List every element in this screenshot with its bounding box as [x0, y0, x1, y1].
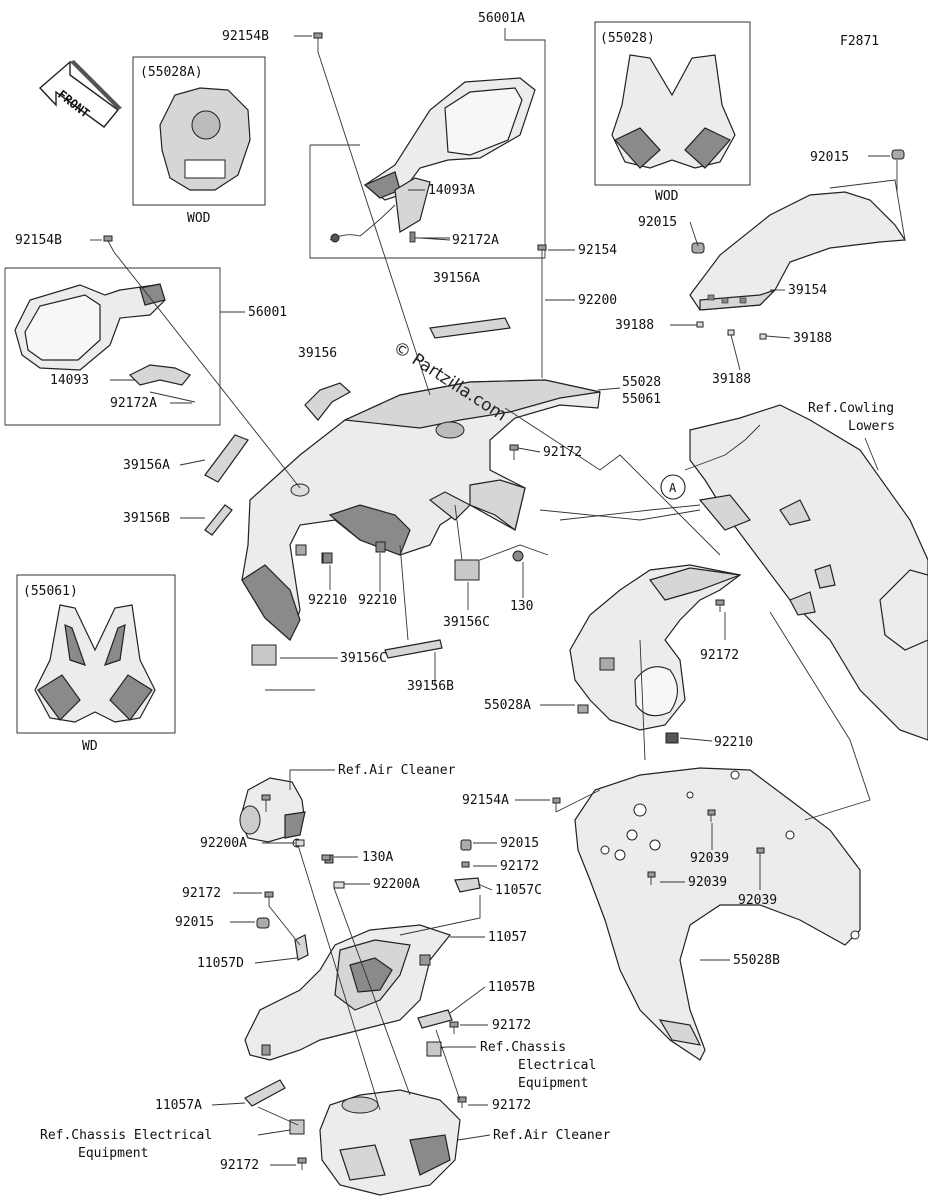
label-39156: 39156	[298, 346, 337, 361]
circle-ref-a: A	[660, 474, 686, 500]
mirror-right-group	[309, 28, 546, 259]
front-arrow-icon: FRONT	[38, 60, 122, 128]
label-92172-bottom: 92172	[220, 1158, 259, 1173]
label-14093A: 14093A	[428, 183, 475, 198]
small-parts	[204, 149, 905, 1135]
label-11057C: 11057C	[495, 883, 542, 898]
label-92172-low1: 92172	[500, 859, 539, 874]
label-39156B-bottom: 39156B	[407, 679, 454, 694]
label-92015-mid: 92015	[638, 215, 677, 230]
label-92039-a: 92039	[690, 851, 729, 866]
inset-code-55028A: (55028A)	[140, 65, 203, 80]
ref-chassis-left-line2: Equipment	[78, 1146, 148, 1161]
label-92172-low2: 92172	[492, 1018, 531, 1033]
label-55028: 55028	[622, 375, 661, 390]
ref-air-cleaner-bottom: Ref.Air Cleaner	[493, 1128, 611, 1143]
label-92200A-mid: 92200A	[373, 877, 420, 892]
ref-cowling-line1: Ref.Cowling	[808, 401, 894, 416]
label-130A: 130A	[362, 850, 393, 865]
label-39188-b: 39188	[793, 331, 832, 346]
ref-chassis-left-line1: Ref.Chassis Electrical	[40, 1128, 212, 1143]
label-92172-right: 92172	[700, 648, 739, 663]
label-92154A: 92154A	[462, 793, 509, 808]
inner-cowling-55028A	[569, 564, 742, 744]
inset-55028A: (55028A) WOD	[132, 56, 266, 226]
bolt-icons	[103, 32, 765, 1170]
label-56001A: 56001A	[478, 11, 525, 26]
label-55028A: 55028A	[484, 698, 531, 713]
label-56001: 56001	[248, 305, 287, 320]
label-92210-right: 92210	[714, 735, 753, 750]
leader-lines	[90, 35, 898, 1166]
air-cleaner-box	[319, 1089, 461, 1196]
label-92172A-left: 92172A	[110, 396, 157, 411]
inset-code-55028: (55028)	[600, 31, 655, 46]
label-130: 130	[510, 599, 533, 614]
label-14093: 14093	[50, 373, 89, 388]
inset-variant-55028: WOD	[655, 189, 679, 204]
label-92200A-left: 92200A	[200, 836, 247, 851]
part-labels: 92154B 56001A 14093A 92172A 92015 92154B…	[15, 11, 849, 1173]
inset-code-55061: (55061)	[23, 584, 78, 599]
circle-ref-label: A	[669, 481, 677, 495]
label-55028B: 55028B	[733, 953, 780, 968]
windscreen	[689, 179, 907, 311]
label-92210-b: 92210	[358, 593, 397, 608]
upper-cowling	[241, 379, 601, 642]
label-39188-a: 39188	[615, 318, 654, 333]
figure-code: F2871	[840, 34, 879, 49]
label-39156C-mid: 39156C	[443, 615, 490, 630]
cowling-bracket	[244, 924, 452, 1061]
label-92039-c: 92039	[738, 893, 777, 908]
label-92154B-left: 92154B	[15, 233, 62, 248]
label-11057B: 11057B	[488, 980, 535, 995]
label-92172-left: 92172	[182, 886, 221, 901]
inset-55061: (55061) WD	[16, 574, 176, 754]
label-92210-a: 92210	[308, 593, 347, 608]
label-92172A-top: 92172A	[452, 233, 499, 248]
inset-variant-55028A: WOD	[187, 211, 211, 226]
ref-cowling-line2: Lowers	[848, 419, 895, 434]
ref-air-cleaner-top: Ref.Air Cleaner	[338, 763, 456, 778]
label-39156B-left: 39156B	[123, 511, 170, 526]
label-92172-low3: 92172	[492, 1098, 531, 1113]
ref-chassis-right-line1: Ref.Chassis	[480, 1040, 566, 1055]
label-39156A-top: 39156A	[433, 271, 480, 286]
label-39156A-left: 39156A	[123, 458, 170, 473]
inner-panel-55028B	[574, 767, 861, 1061]
label-92154-top: 92154	[578, 243, 617, 258]
reference-notes: Ref.Cowling Lowers Ref.Air Cleaner Ref.C…	[40, 401, 895, 1161]
label-39154: 39154	[788, 283, 827, 298]
label-11057D: 11057D	[197, 956, 244, 971]
ref-chassis-right-line2: Electrical	[518, 1058, 596, 1073]
cowling-lowers	[689, 404, 928, 741]
label-92154B-top: 92154B	[222, 29, 269, 44]
label-92015-low: 92015	[500, 836, 539, 851]
label-92039-b: 92039	[688, 875, 727, 890]
label-92172-center: 92172	[543, 445, 582, 460]
label-11057: 11057	[488, 930, 527, 945]
inset-55028: (55028) WOD	[594, 21, 751, 204]
ref-chassis-right-line3: Equipment	[518, 1076, 588, 1091]
label-11057A: 11057A	[155, 1098, 202, 1113]
label-39188-c: 39188	[712, 372, 751, 387]
label-92200: 92200	[578, 293, 617, 308]
label-39156C-left: 39156C	[340, 651, 387, 666]
label-92015-top: 92015	[810, 150, 849, 165]
label-92015-left: 92015	[175, 915, 214, 930]
label-55061: 55061	[622, 392, 661, 407]
inset-variant-55061: WD	[82, 739, 98, 754]
air-cleaner-part-top	[239, 777, 306, 848]
